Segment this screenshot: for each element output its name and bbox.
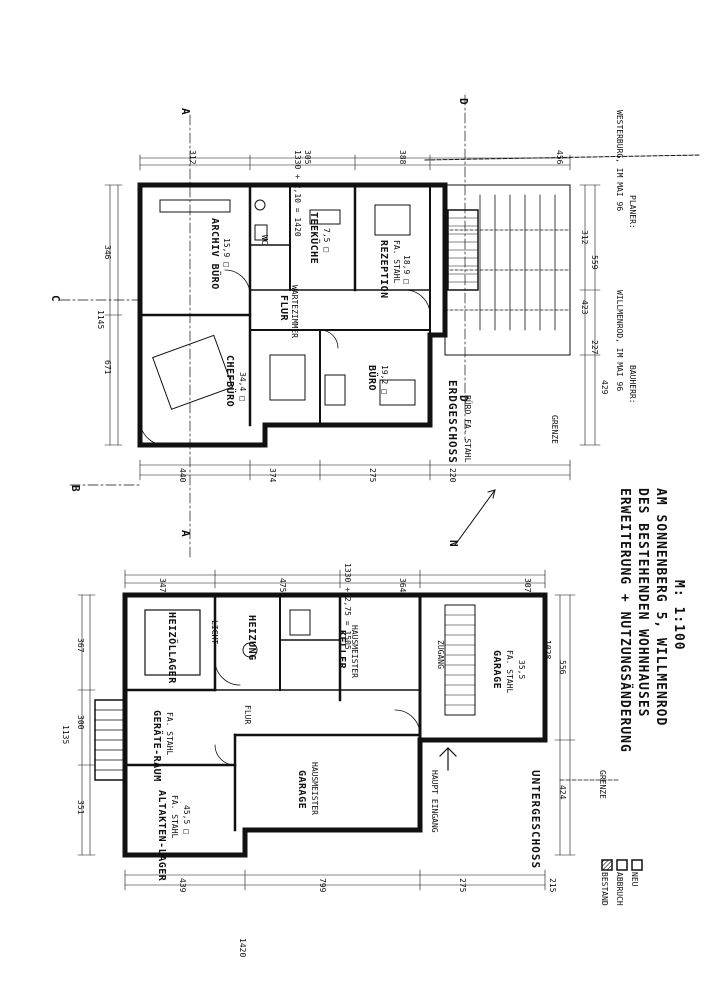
lower-floor-plan [77,569,621,891]
legend-neu-swatch [631,859,643,871]
upper-floor-plan [59,94,701,561]
legend-abbruch-swatch [616,859,628,871]
legend-bestand-swatch [601,859,613,871]
